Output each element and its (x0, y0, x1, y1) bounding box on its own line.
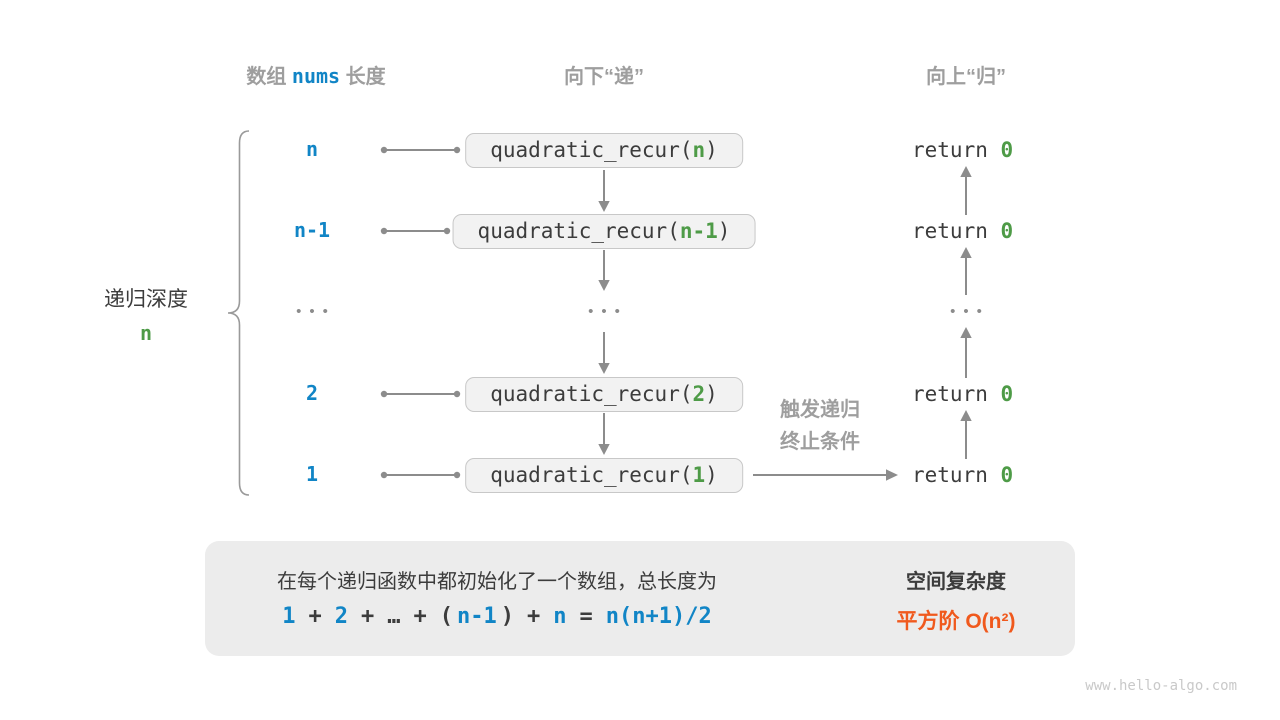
return-keyword: return (912, 463, 1001, 487)
header-array-code: nums (291, 64, 341, 88)
formula-result: n(n+1)/2 (605, 604, 712, 629)
connector-row-1 (380, 471, 461, 479)
call-arg: n-1 (679, 219, 718, 243)
recursion-depth-value: n (139, 321, 153, 345)
summary-text: 在每个递归函数中都初始化了一个数组，总长度为 (277, 571, 717, 593)
trigger-arrow (753, 469, 898, 481)
formula-operator: + (413, 604, 427, 629)
call-box-n: quadratic_recur(n) (465, 133, 743, 168)
return-value: 0 (1000, 138, 1014, 162)
return-value: 0 (1000, 382, 1014, 406)
up-arrow-3 (960, 327, 972, 378)
connector-row-2 (380, 390, 461, 398)
connector-row-n1 (380, 227, 451, 235)
formula-operator: + (527, 604, 541, 629)
formula-term: 2 (334, 604, 349, 629)
call-close: ) (705, 463, 718, 487)
call-box-n1: quadratic_recur(n-1) (452, 214, 756, 249)
formula-ellipsis: … (387, 604, 401, 629)
return-line-1: return 0 (912, 463, 1013, 487)
call-close: ) (705, 138, 718, 162)
depth-value-n1: n-1 (293, 218, 331, 242)
call-fn: quadratic_recur( (477, 219, 680, 243)
depth-value-2: 2 (305, 381, 319, 405)
watermark: www.hello-algo.com (1085, 678, 1237, 694)
header-array-length: 数组 nums 长度 (196, 60, 436, 89)
trigger-note: 触发递归 终止条件 (740, 394, 900, 458)
header-array-pre: 数组 (246, 66, 292, 88)
up-arrow-2 (960, 247, 972, 295)
return-line-n1: return 0 (912, 219, 1013, 243)
formula-operator: + (361, 604, 375, 629)
depth-value-n: n (305, 137, 319, 161)
return-value: 0 (1000, 219, 1014, 243)
formula-term: n (553, 604, 567, 629)
return-keyword: return (912, 138, 1001, 162)
ellipsis-calls: ••• (588, 303, 628, 320)
formula-paren-open: ( (439, 604, 454, 629)
call-box-2: quadratic_recur(2) (465, 377, 743, 412)
down-arrow-3 (598, 332, 610, 374)
formula-equals: = (579, 604, 593, 629)
down-arrow-4 (598, 413, 610, 455)
return-line-2: return 0 (912, 382, 1013, 406)
depth-brace (227, 130, 250, 496)
call-fn: quadratic_recur( (490, 463, 693, 487)
complexity-title: 空间复杂度 (906, 571, 1006, 593)
call-close: ) (717, 219, 731, 243)
up-arrow-4 (960, 410, 972, 459)
return-value: 0 (1000, 463, 1014, 487)
header-upward: 向上“归” (926, 66, 1006, 88)
trigger-note-line2: 终止条件 (780, 431, 860, 453)
formula-term: n-1 (457, 604, 497, 629)
call-arg: 1 (692, 463, 706, 487)
header-array-post: 长度 (340, 66, 386, 88)
formula-term: 1 (282, 604, 296, 629)
call-box-1: quadratic_recur(1) (465, 458, 743, 493)
ellipsis-depth: ••• (296, 303, 336, 320)
down-arrow-1 (598, 170, 610, 212)
up-arrow-1 (960, 166, 972, 215)
trigger-note-line1: 触发递归 (780, 399, 860, 421)
recursion-depth-label: 递归深度 (104, 288, 188, 311)
formula-operator: + (308, 604, 322, 629)
depth-value-1: 1 (305, 462, 319, 486)
call-close: ) (705, 382, 718, 406)
connector-row-n (380, 146, 461, 154)
complexity-value: 平方阶 O(n²) (896, 610, 1016, 633)
formula-paren-close: ) (500, 604, 515, 629)
call-arg: n (692, 138, 706, 162)
return-keyword: return (912, 219, 1001, 243)
return-keyword: return (912, 382, 1001, 406)
call-arg: 2 (692, 382, 706, 406)
recursion-depth-note: 递归深度 n (66, 283, 226, 345)
summary-panel (205, 541, 1075, 656)
ellipsis-returns: ••• (950, 303, 990, 320)
summary-formula: 1 + 2 + … + ( n-1 ) + n = n(n+1)/2 (227, 604, 767, 629)
header-downward: 向下“递” (564, 66, 644, 88)
down-arrow-2 (598, 250, 610, 291)
call-fn: quadratic_recur( (490, 138, 693, 162)
call-fn: quadratic_recur( (490, 382, 693, 406)
return-line-n: return 0 (912, 138, 1013, 162)
